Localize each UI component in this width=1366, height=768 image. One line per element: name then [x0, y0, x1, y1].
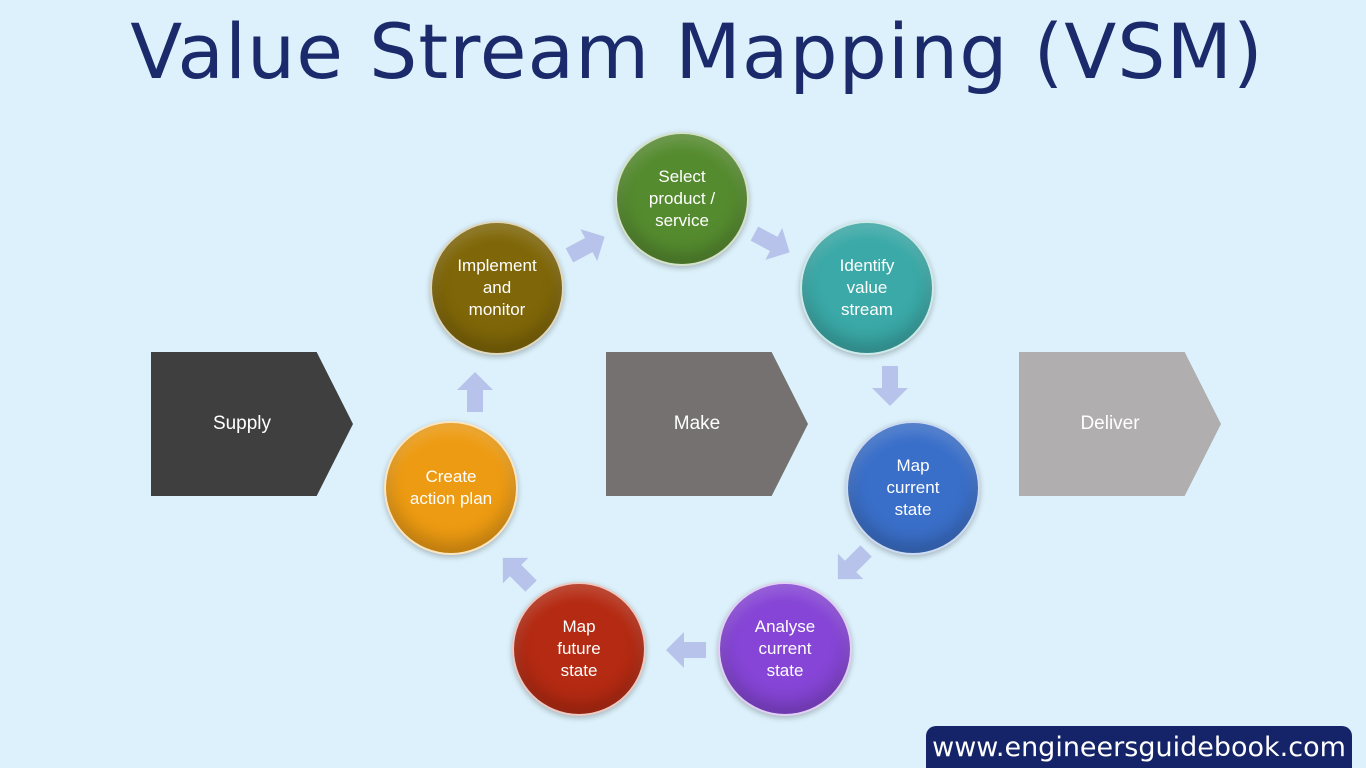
step-analyse-current-state: Analyse current state — [718, 582, 852, 716]
website-badge: www.engineersguidebook.com — [926, 726, 1352, 768]
step-map-current-state-label: Map current state — [886, 456, 940, 519]
step-create-action-plan: Create action plan — [384, 421, 518, 555]
step-identify-value-stream: Identify value stream — [800, 221, 934, 355]
arrow-up-left-icon — [502, 557, 537, 592]
step-select-product: Select product / service — [615, 132, 749, 266]
step-map-future-state: Map future state — [512, 582, 646, 716]
step-map-current-state: Map current state — [846, 421, 980, 555]
chevron-deliver-label: Deliver — [1080, 413, 1140, 434]
step-implement-monitor: Implement and monitor — [430, 221, 564, 355]
step-create-action-plan-label: Create action plan — [409, 467, 493, 508]
chevron-make-label: Make — [673, 413, 721, 434]
arrow-down-icon — [872, 366, 908, 406]
chevron-make: Make — [606, 352, 808, 496]
arrow-right-icon — [565, 229, 605, 263]
step-analyse-current-state-label: Analyse current state — [754, 617, 816, 680]
step-implement-monitor-label: Implement and monitor — [457, 256, 537, 319]
arrow-up-icon — [457, 372, 493, 412]
arrow-down-left-icon — [837, 545, 872, 580]
arrow-left-icon — [666, 632, 706, 668]
page-title: Value Stream Mapping (VSM) — [130, 7, 1264, 96]
arrow-right-icon — [750, 226, 790, 260]
chevron-deliver: Deliver — [1019, 352, 1221, 496]
chevron-supply: Supply — [151, 352, 353, 496]
chevron-supply-label: Supply — [212, 413, 272, 434]
chevron-make-shape — [606, 352, 808, 496]
chevron-deliver-shape — [1019, 352, 1221, 496]
step-select-product-label: Select product / service — [648, 167, 716, 230]
step-map-future-state-label: Map future state — [557, 617, 601, 680]
website-url: www.engineersguidebook.com — [932, 731, 1346, 763]
chevron-supply-shape — [151, 352, 353, 496]
step-identify-value-stream-label: Identify value stream — [839, 256, 895, 319]
